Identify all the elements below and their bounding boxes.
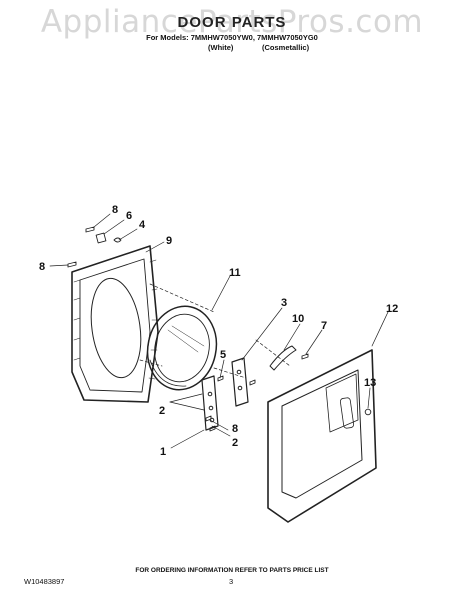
watermark-text: AppliancePartsPros.com — [40, 4, 424, 40]
variant-cosmetallic: (Cosmetallic) — [262, 43, 310, 52]
hinge-part — [201, 375, 219, 431]
callout-1: 1 — [160, 446, 166, 458]
door-frame-part — [71, 245, 159, 403]
handle-strip-part — [269, 345, 297, 371]
callout-labels: 8 6 4 9 8 11 3 10 7 12 5 13 2 8 2 1 — [39, 204, 398, 458]
callout-13: 13 — [364, 377, 376, 389]
hinge-bracket-part — [231, 357, 249, 407]
model-list: For Models: 7MMHW7050YW0, 7MMHW7050YG0 — [146, 33, 318, 42]
ordering-note: FOR ORDERING INFORMATION REFER TO PARTS … — [135, 567, 329, 574]
callout-4: 4 — [139, 219, 146, 231]
callout-7: 7 — [321, 320, 327, 332]
callout-8: 8 — [232, 423, 238, 435]
document-number: W10483897 — [24, 577, 65, 586]
door-glass-part — [146, 305, 218, 391]
callout-9: 9 — [166, 235, 172, 247]
callout-8: 8 — [39, 261, 45, 273]
callout-6: 6 — [126, 210, 132, 222]
callout-12: 12 — [386, 303, 398, 315]
leader-lines — [49, 213, 389, 449]
callout-3: 3 — [281, 297, 287, 309]
callout-11: 11 — [229, 267, 241, 279]
page-title: DOOR PARTS — [177, 14, 287, 31]
callout-2: 2 — [159, 405, 165, 417]
callout-2: 2 — [232, 437, 238, 449]
callout-5: 5 — [220, 349, 226, 361]
door-panel-part — [267, 349, 377, 523]
callout-10: 10 — [292, 313, 304, 325]
alignment-lines — [139, 283, 291, 379]
callout-8: 8 — [112, 204, 118, 216]
page-number: 3 — [229, 577, 234, 586]
variant-white: (White) — [208, 43, 234, 52]
